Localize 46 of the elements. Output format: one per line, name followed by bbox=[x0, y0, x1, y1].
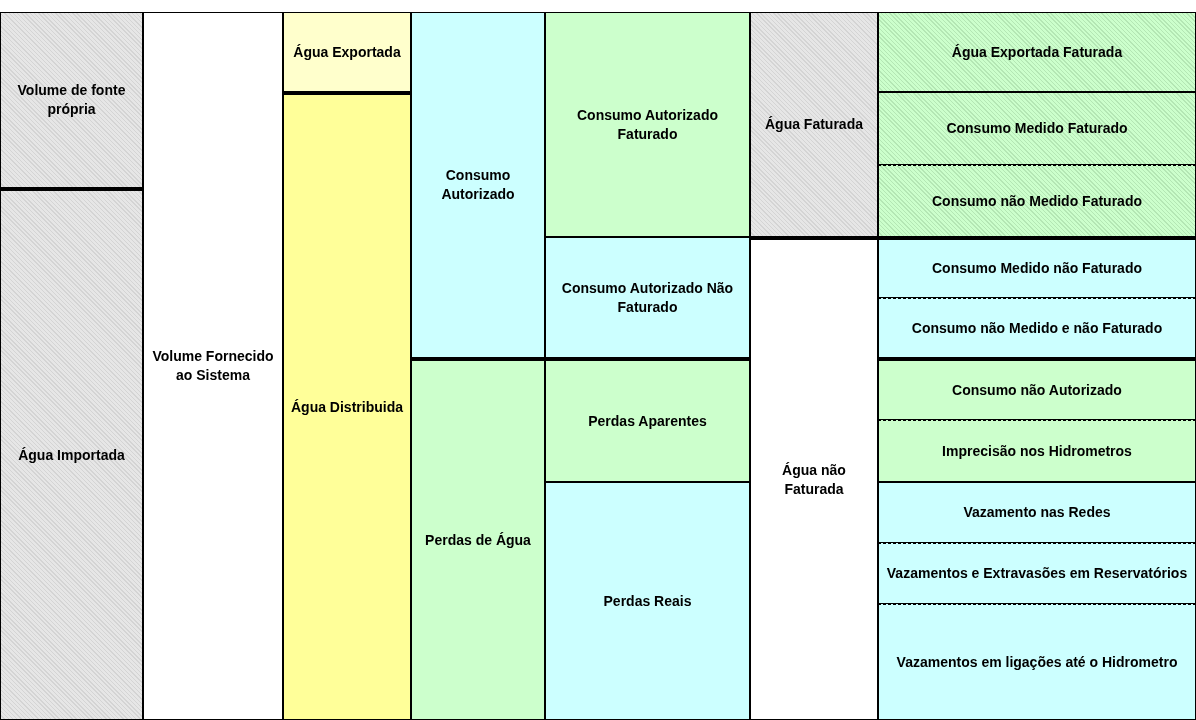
table-cell-panel bbox=[283, 92, 411, 720]
table-cell-panel bbox=[143, 12, 283, 720]
table-cell-panel bbox=[878, 543, 1196, 604]
table-cell-panel bbox=[0, 188, 143, 720]
table-cell-panel bbox=[878, 92, 1196, 165]
cell-label: Consumo Autorizado Não Faturado bbox=[560, 278, 735, 317]
table-cell-panel bbox=[878, 420, 1196, 482]
table-cell-panel bbox=[283, 12, 411, 92]
cell-label: Consumo Medido Faturado bbox=[945, 119, 1129, 138]
cell-label: Volume de fonte própria bbox=[16, 81, 127, 119]
cell-label: Água Exportada Faturada bbox=[950, 42, 1124, 62]
table-cell-panel bbox=[545, 12, 750, 237]
table-cell-panel bbox=[878, 237, 1196, 298]
table-cell-panel bbox=[878, 604, 1196, 720]
cell-label: Vazamento nas Redes bbox=[962, 503, 1112, 522]
table-cell-panel bbox=[545, 358, 750, 482]
cell-label: Perdas de Água bbox=[424, 530, 532, 550]
table-cell-panel bbox=[878, 298, 1196, 358]
table-cell-panel bbox=[878, 482, 1196, 543]
table-cell-panel bbox=[545, 482, 750, 720]
cell-label: Perdas Reais bbox=[602, 591, 693, 611]
table-cell-panel bbox=[878, 165, 1196, 237]
cell-label: Água Distribuida bbox=[290, 397, 404, 417]
cell-label: Água Importada bbox=[17, 445, 126, 465]
table-cell-panel bbox=[750, 12, 878, 237]
cell-label: Vazamentos e Extravasões em Reservatórios bbox=[885, 564, 1189, 583]
cell-label: Volume Fornecido ao Sistema bbox=[151, 347, 275, 385]
cell-label: Água Exportada bbox=[292, 42, 402, 62]
table-cell-panel bbox=[878, 12, 1196, 92]
table-cell-panel bbox=[411, 12, 545, 358]
cell-label: Consumo não Medido Faturado bbox=[931, 191, 1143, 211]
cell-label: Consumo não Autorizado bbox=[951, 380, 1123, 400]
table-cell-panel bbox=[0, 12, 143, 188]
cell-label: Água Faturada bbox=[764, 115, 864, 134]
cell-label: Imprecisão nos Hidrometros bbox=[941, 441, 1133, 461]
cell-label: Vazamentos em ligações até o Hidrometro bbox=[895, 652, 1179, 672]
cell-label: Consumo não Medido e não Faturado bbox=[910, 318, 1164, 338]
cell-label: Consumo Autorizado bbox=[440, 166, 516, 204]
cell-label: Água não Faturada bbox=[781, 460, 847, 499]
cell-label: Consumo Medido não Faturado bbox=[931, 259, 1143, 278]
table-cell-panel bbox=[545, 237, 750, 358]
table-cell-panel bbox=[750, 237, 878, 720]
cell-label: Perdas Aparentes bbox=[587, 411, 708, 431]
table-cell-panel bbox=[411, 358, 545, 720]
table-cell-panel bbox=[878, 358, 1196, 420]
cell-label: Consumo Autorizado Faturado bbox=[576, 105, 719, 144]
